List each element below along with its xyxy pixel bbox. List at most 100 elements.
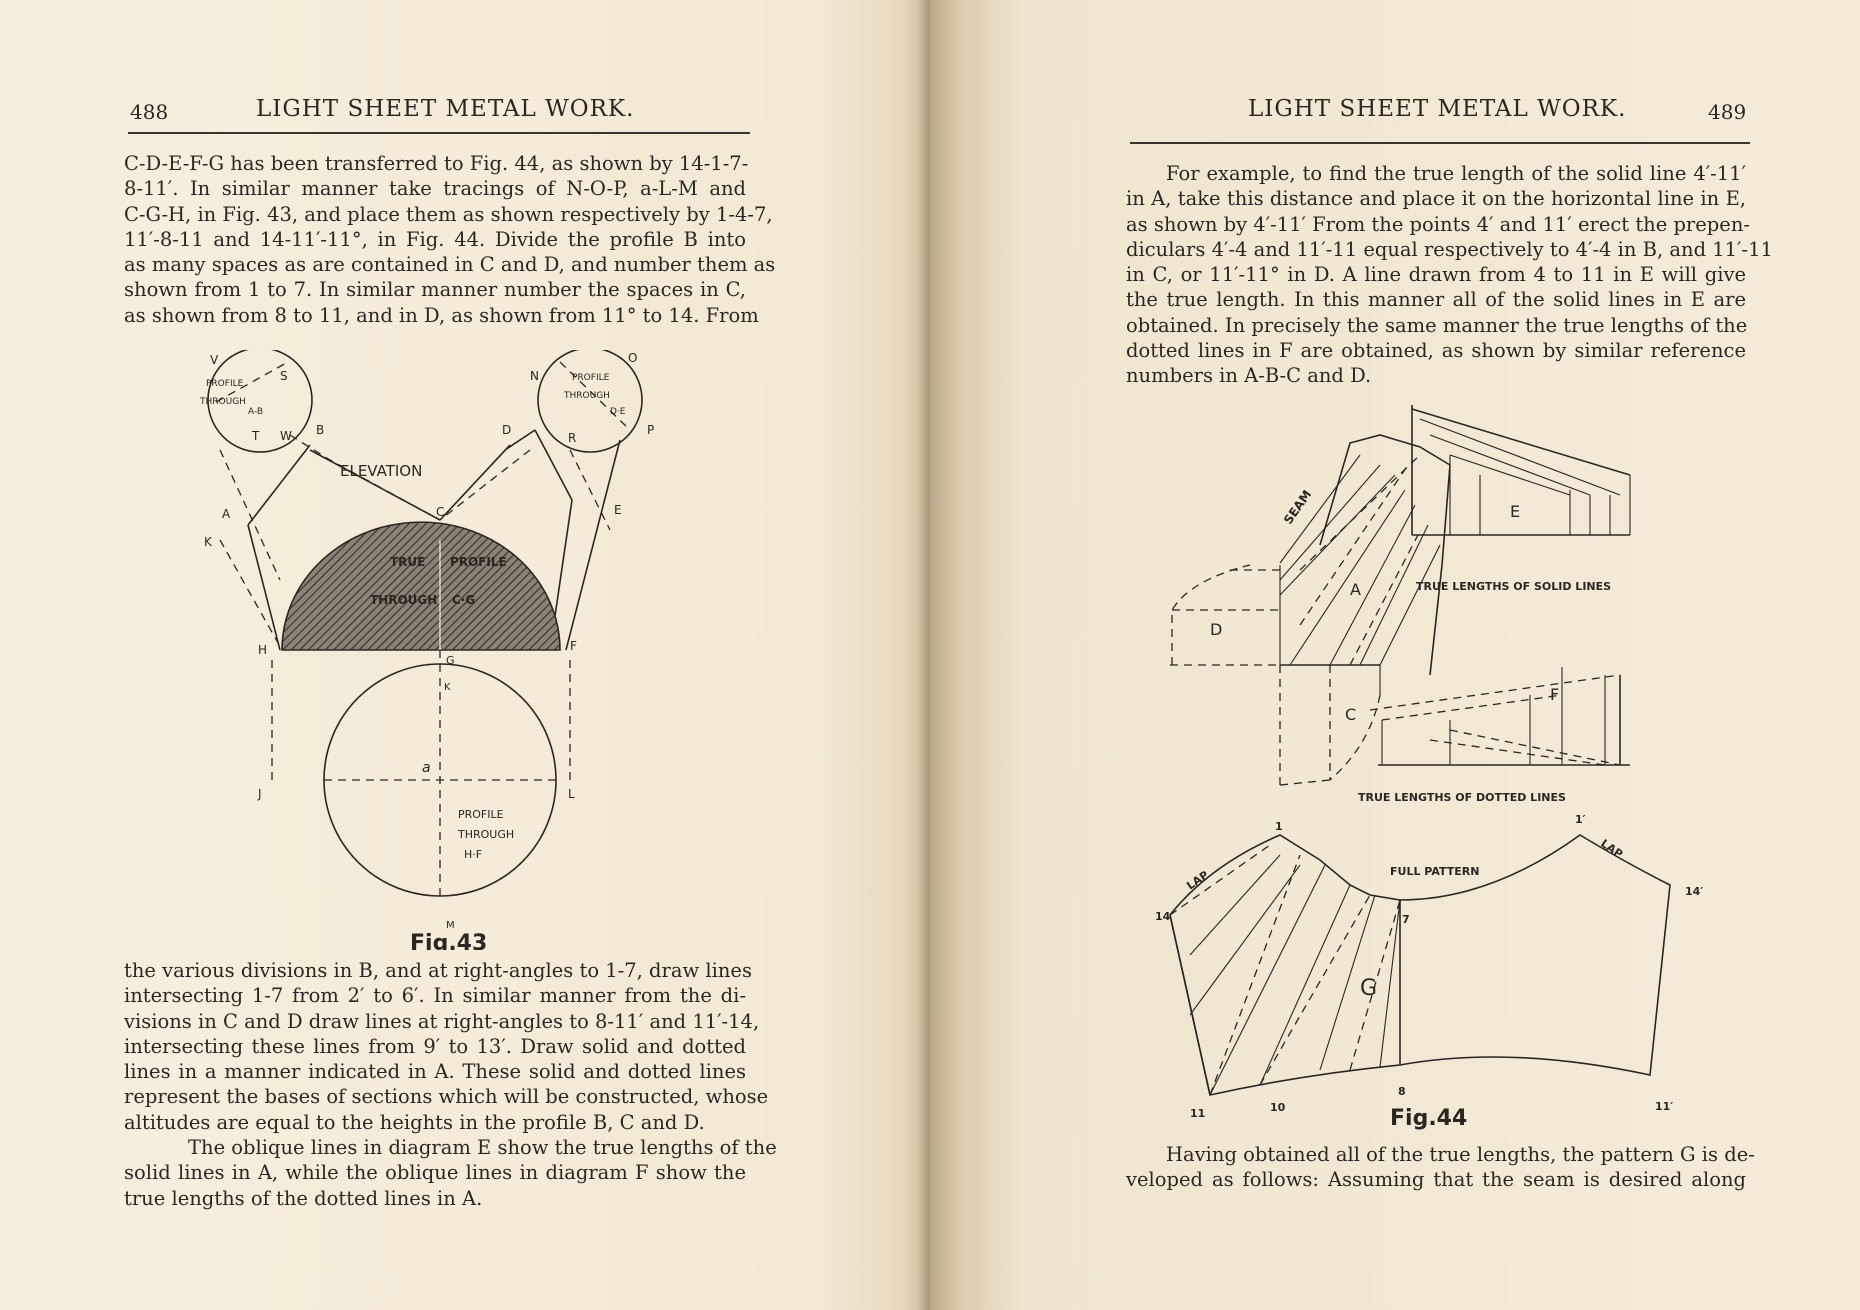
text-line: in C, or 11′-11° in D. A line drawn from…: [1126, 263, 1746, 287]
label-r: R: [568, 431, 576, 445]
text-line: true lengths of the dotted lines in A.: [124, 1186, 483, 1210]
right-paragraph-1: For example, to find the true length of …: [1126, 161, 1773, 389]
pattern-number: 1: [1275, 820, 1283, 833]
left-paragraph-3: The oblique lines in diagram E show the …: [124, 1135, 777, 1211]
region-c-label: C: [1345, 705, 1356, 724]
region-f-label: F: [1550, 685, 1559, 704]
label-k-circle: K: [444, 682, 451, 693]
text-line: C-D-E-F-G has been transferred to Fig. 4…: [124, 152, 749, 175]
fig43-caption: Fig.43: [410, 931, 487, 950]
label-j: J: [257, 787, 262, 801]
pattern-number: 7: [1402, 913, 1410, 926]
pattern-number: 8: [1398, 1085, 1406, 1098]
left-paragraph-2: the various divisions in B, and at right…: [124, 958, 769, 1135]
left-paragraph-1: C-D-E-F-G has been transferred to Fig. 4…: [124, 151, 775, 328]
left-header-rule: [128, 132, 750, 134]
label-d: D: [502, 423, 511, 437]
label-s: S: [280, 369, 288, 383]
label-m: M: [446, 920, 455, 931]
right-page: LIGHT SHEET METAL WORK. 489 For example,…: [930, 0, 1860, 1310]
fig44-caption: Fig.44: [1390, 1106, 1467, 1131]
text-line: intersecting these lines from 9′ to 13′.…: [124, 1034, 746, 1058]
profile-hf-label: H·F: [464, 848, 482, 861]
true-profile-label: C·G: [452, 593, 475, 607]
profile-de-label: PROFILE: [572, 373, 610, 383]
profile-de-label: THROUGH: [563, 391, 610, 401]
right-paragraph-2: Having obtained all of the true lengths,…: [1126, 1142, 1755, 1193]
profile-ab-label: THROUGH: [200, 397, 246, 407]
pattern-number: 10: [1270, 1101, 1286, 1114]
seam-label: SEAM: [1281, 487, 1314, 526]
true-profile-label: TRUE: [390, 555, 425, 569]
region-d-label: D: [1210, 620, 1222, 639]
label-o: O: [628, 351, 637, 365]
pattern-number: 1′: [1575, 813, 1586, 826]
true-profile-label: PROFILE: [450, 555, 507, 569]
left-page: 488 LIGHT SHEET METAL WORK. C-D-E-F-G ha…: [0, 0, 930, 1310]
text-line: 11′-8-11 and 14-11′-11°, in Fig. 44. Div…: [124, 227, 746, 251]
label-n: N: [530, 369, 539, 383]
profile-ab-label: PROFILE: [206, 379, 244, 389]
text-line: shown from 1 to 7. In similar manner num…: [124, 278, 746, 302]
profile-ab-label: A-B: [248, 407, 263, 417]
text-line: C-G-H, in Fig. 43, and place them as sho…: [124, 202, 773, 226]
text-line: For example, to find the true length of …: [1166, 162, 1746, 185]
text-line: altitudes are equal to the heights in th…: [124, 1110, 705, 1134]
label-w: W: [280, 429, 292, 443]
true-dotted-caption: TRUE LENGTHS OF DOTTED LINES: [1358, 791, 1566, 804]
profile-ab-circle: [207, 350, 313, 453]
text-line: Having obtained all of the true lengths,…: [1166, 1143, 1755, 1166]
label-p: P: [647, 423, 654, 437]
full-pattern-outline: [1169, 834, 1671, 1096]
text-line: obtained. In precisely the same manner t…: [1126, 313, 1748, 337]
label-b: B: [316, 423, 324, 437]
profile-hf-label: THROUGH: [457, 828, 514, 841]
pattern-number: 14: [1155, 910, 1171, 923]
full-pattern-label: FULL PATTERN: [1390, 865, 1479, 878]
lap-label-right: LAP: [1598, 837, 1625, 861]
pattern-number: 14′: [1685, 885, 1703, 898]
true-profile-cg: [281, 521, 561, 651]
figure-44: SEAM A C D E TRUE LENGTHS OF SOLID LINES: [1155, 405, 1703, 1131]
label-l: L: [568, 787, 575, 801]
elevation-label: ELEVATION: [340, 462, 422, 480]
label-g: G: [446, 654, 455, 667]
label-t: T: [251, 429, 260, 443]
text-line: in A, take this distance and place it on…: [1126, 187, 1746, 211]
pattern-number: 11: [1190, 1107, 1205, 1120]
true-solid-caption: TRUE LENGTHS OF SOLID LINES: [1416, 580, 1611, 593]
pattern-number: 11′: [1655, 1100, 1673, 1113]
true-profile-label: THROUGH: [370, 593, 437, 607]
right-header-rule: [1130, 142, 1750, 144]
label-a: A: [222, 507, 231, 521]
text-line: as shown from 8 to 11, and in D, as show…: [124, 303, 759, 327]
label-h: H: [258, 643, 267, 657]
text-line: diculars 4′-4 and 11′-11 equal respectiv…: [1126, 237, 1773, 261]
left-page-number: 488: [130, 100, 169, 124]
label-a-center: a: [422, 760, 431, 776]
text-line: The oblique lines in diagram E show the …: [188, 1136, 777, 1159]
region-a-label: A: [1350, 580, 1361, 599]
text-line: intersecting 1-7 from 2′ to 6′. In simil…: [124, 984, 746, 1008]
text-line: 8-11′. In similar manner take tracings o…: [124, 177, 746, 201]
profile-de-label: D·E: [610, 407, 626, 417]
text-line: visions in C and D draw lines at right-a…: [124, 1009, 760, 1033]
right-running-head: LIGHT SHEET METAL WORK.: [1248, 96, 1627, 122]
figure-43: V S U T W B PROFILE THROUGH A-B N O P D …: [200, 350, 654, 950]
text-line: veloped as follows: Assuming that the se…: [1126, 1168, 1746, 1192]
text-line: numbers in A-B-C and D.: [1126, 364, 1372, 388]
label-c: C: [436, 505, 444, 519]
profile-de-circle: [537, 350, 643, 453]
text-line: the various divisions in B, and at right…: [124, 959, 752, 982]
profile-hf-label: PROFILE: [458, 808, 504, 821]
label-e: E: [614, 503, 622, 517]
right-page-number: 489: [1708, 100, 1747, 124]
text-line: the true length. In this manner all of t…: [1126, 288, 1746, 312]
label-f: F: [570, 639, 577, 653]
region-e-label: E: [1510, 502, 1520, 521]
text-line: as shown by 4′-11′ From the points 4′ an…: [1126, 212, 1750, 236]
left-running-head: LIGHT SHEET METAL WORK.: [256, 96, 635, 122]
text-line: represent the bases of sections which wi…: [124, 1085, 769, 1109]
text-line: dotted lines in F are obtained, as shown…: [1126, 339, 1746, 363]
text-line: lines in a manner indicated in A. These …: [124, 1060, 746, 1084]
